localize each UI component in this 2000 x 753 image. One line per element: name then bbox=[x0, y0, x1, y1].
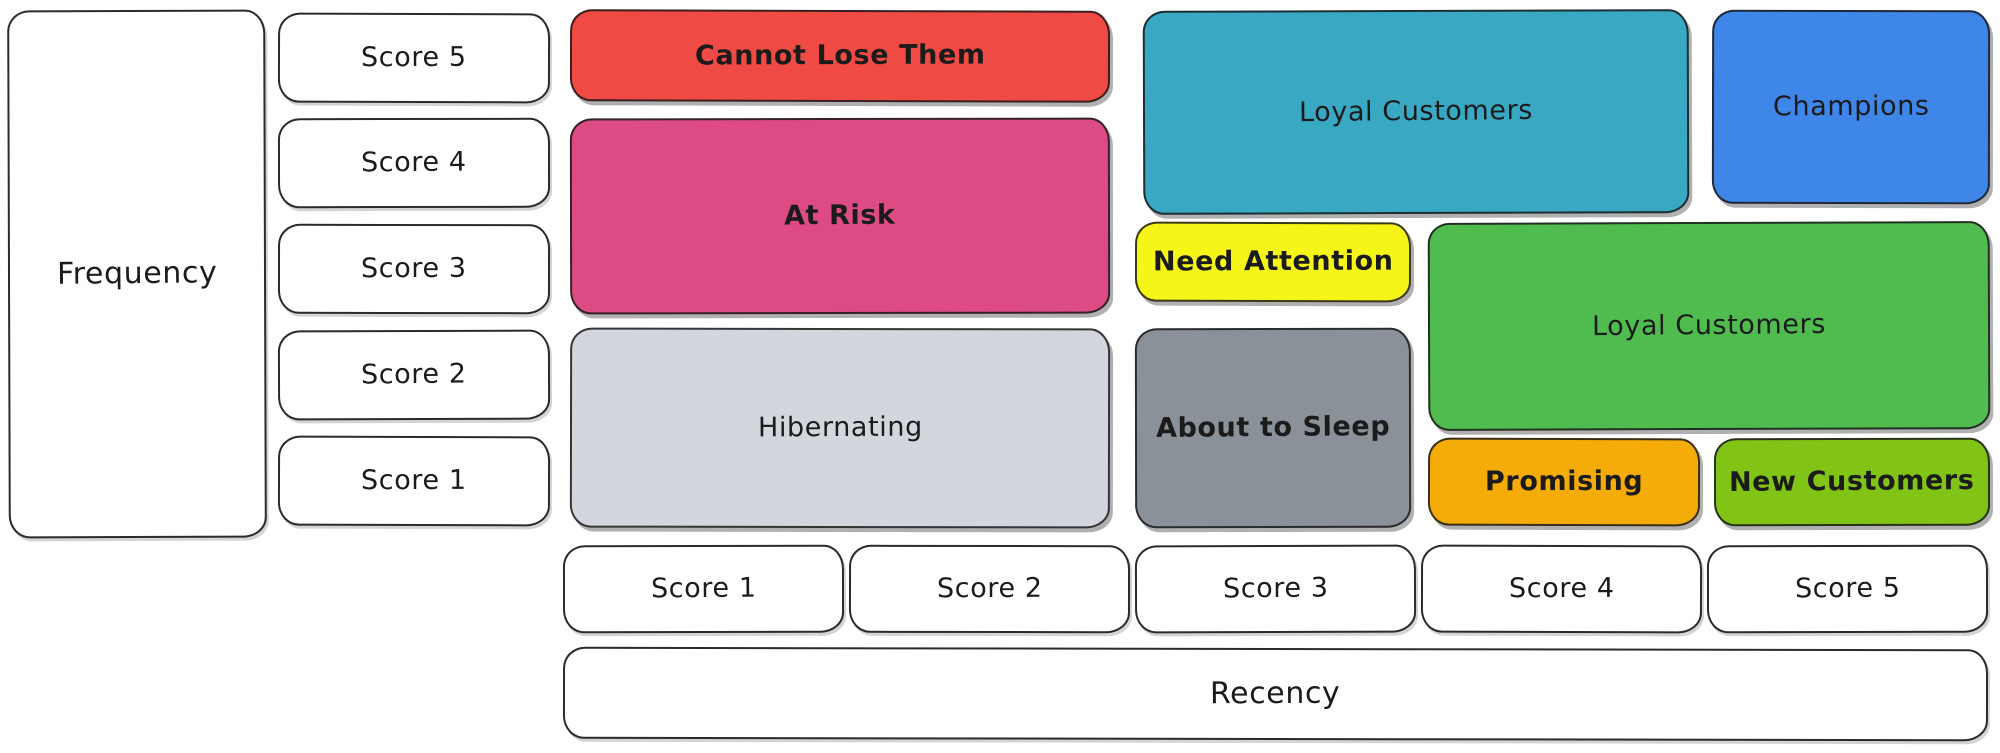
segment-loyal-customers-green-label: Loyal Customers bbox=[1591, 309, 1827, 343]
frequency-score-1-label: Score 1 bbox=[361, 465, 467, 497]
segment-loyal-customers-green[interactable]: Loyal Customers bbox=[1427, 221, 1991, 431]
segment-new-customers-label: New Customers bbox=[1729, 465, 1975, 499]
recency-axis-label: Recency bbox=[1210, 675, 1341, 712]
segment-promising[interactable]: Promising bbox=[1427, 437, 1701, 527]
recency-score-3[interactable]: Score 3 bbox=[1134, 544, 1417, 634]
segment-champions-label: Champions bbox=[1772, 91, 1930, 123]
segment-new-customers[interactable]: New Customers bbox=[1713, 437, 1991, 527]
frequency-axis-label-box: Frequency bbox=[7, 9, 267, 539]
frequency-score-5[interactable]: Score 5 bbox=[277, 12, 551, 104]
frequency-score-3[interactable]: Score 3 bbox=[277, 223, 551, 315]
frequency-score-4-label: Score 4 bbox=[361, 147, 467, 179]
recency-score-5-label: Score 5 bbox=[1794, 573, 1901, 605]
recency-axis-label-box: Recency bbox=[562, 646, 1989, 742]
segment-champions[interactable]: Champions bbox=[1711, 9, 1991, 205]
segment-need-attention-label: Need Attention bbox=[1152, 246, 1394, 278]
recency-score-4[interactable]: Score 4 bbox=[1420, 544, 1703, 634]
recency-score-3-label: Score 3 bbox=[1222, 572, 1329, 605]
recency-score-4-label: Score 4 bbox=[1508, 573, 1615, 605]
frequency-score-4[interactable]: Score 4 bbox=[277, 117, 551, 209]
recency-score-2[interactable]: Score 2 bbox=[848, 544, 1131, 634]
segment-cannot-lose-them[interactable]: Cannot Lose Them bbox=[569, 9, 1111, 103]
segment-hibernating-label: Hibernating bbox=[757, 412, 923, 444]
recency-score-2-label: Score 2 bbox=[936, 573, 1043, 605]
segment-need-attention[interactable]: Need Attention bbox=[1134, 221, 1412, 303]
segment-about-to-sleep-label: About to Sleep bbox=[1155, 411, 1391, 445]
segment-at-risk-label: At Risk bbox=[784, 200, 896, 232]
frequency-score-2[interactable]: Score 2 bbox=[277, 329, 551, 421]
segment-at-risk[interactable]: At Risk bbox=[569, 117, 1111, 315]
segment-about-to-sleep[interactable]: About to Sleep bbox=[1134, 327, 1412, 529]
segment-promising-label: Promising bbox=[1484, 466, 1644, 498]
segment-cannot-lose-them-label: Cannot Lose Them bbox=[694, 39, 986, 72]
frequency-score-5-label: Score 5 bbox=[361, 42, 467, 74]
recency-score-1-label: Score 1 bbox=[650, 573, 757, 605]
frequency-score-2-label: Score 2 bbox=[361, 358, 467, 391]
recency-score-5[interactable]: Score 5 bbox=[1706, 544, 1989, 634]
recency-score-1[interactable]: Score 1 bbox=[562, 544, 845, 634]
frequency-axis-label: Frequency bbox=[56, 255, 218, 292]
segment-loyal-customers-teal-label: Loyal Customers bbox=[1298, 95, 1534, 129]
segment-loyal-customers-teal[interactable]: Loyal Customers bbox=[1142, 9, 1690, 215]
segment-hibernating[interactable]: Hibernating bbox=[569, 327, 1111, 529]
frequency-score-3-label: Score 3 bbox=[361, 253, 467, 285]
frequency-score-1[interactable]: Score 1 bbox=[277, 435, 551, 527]
